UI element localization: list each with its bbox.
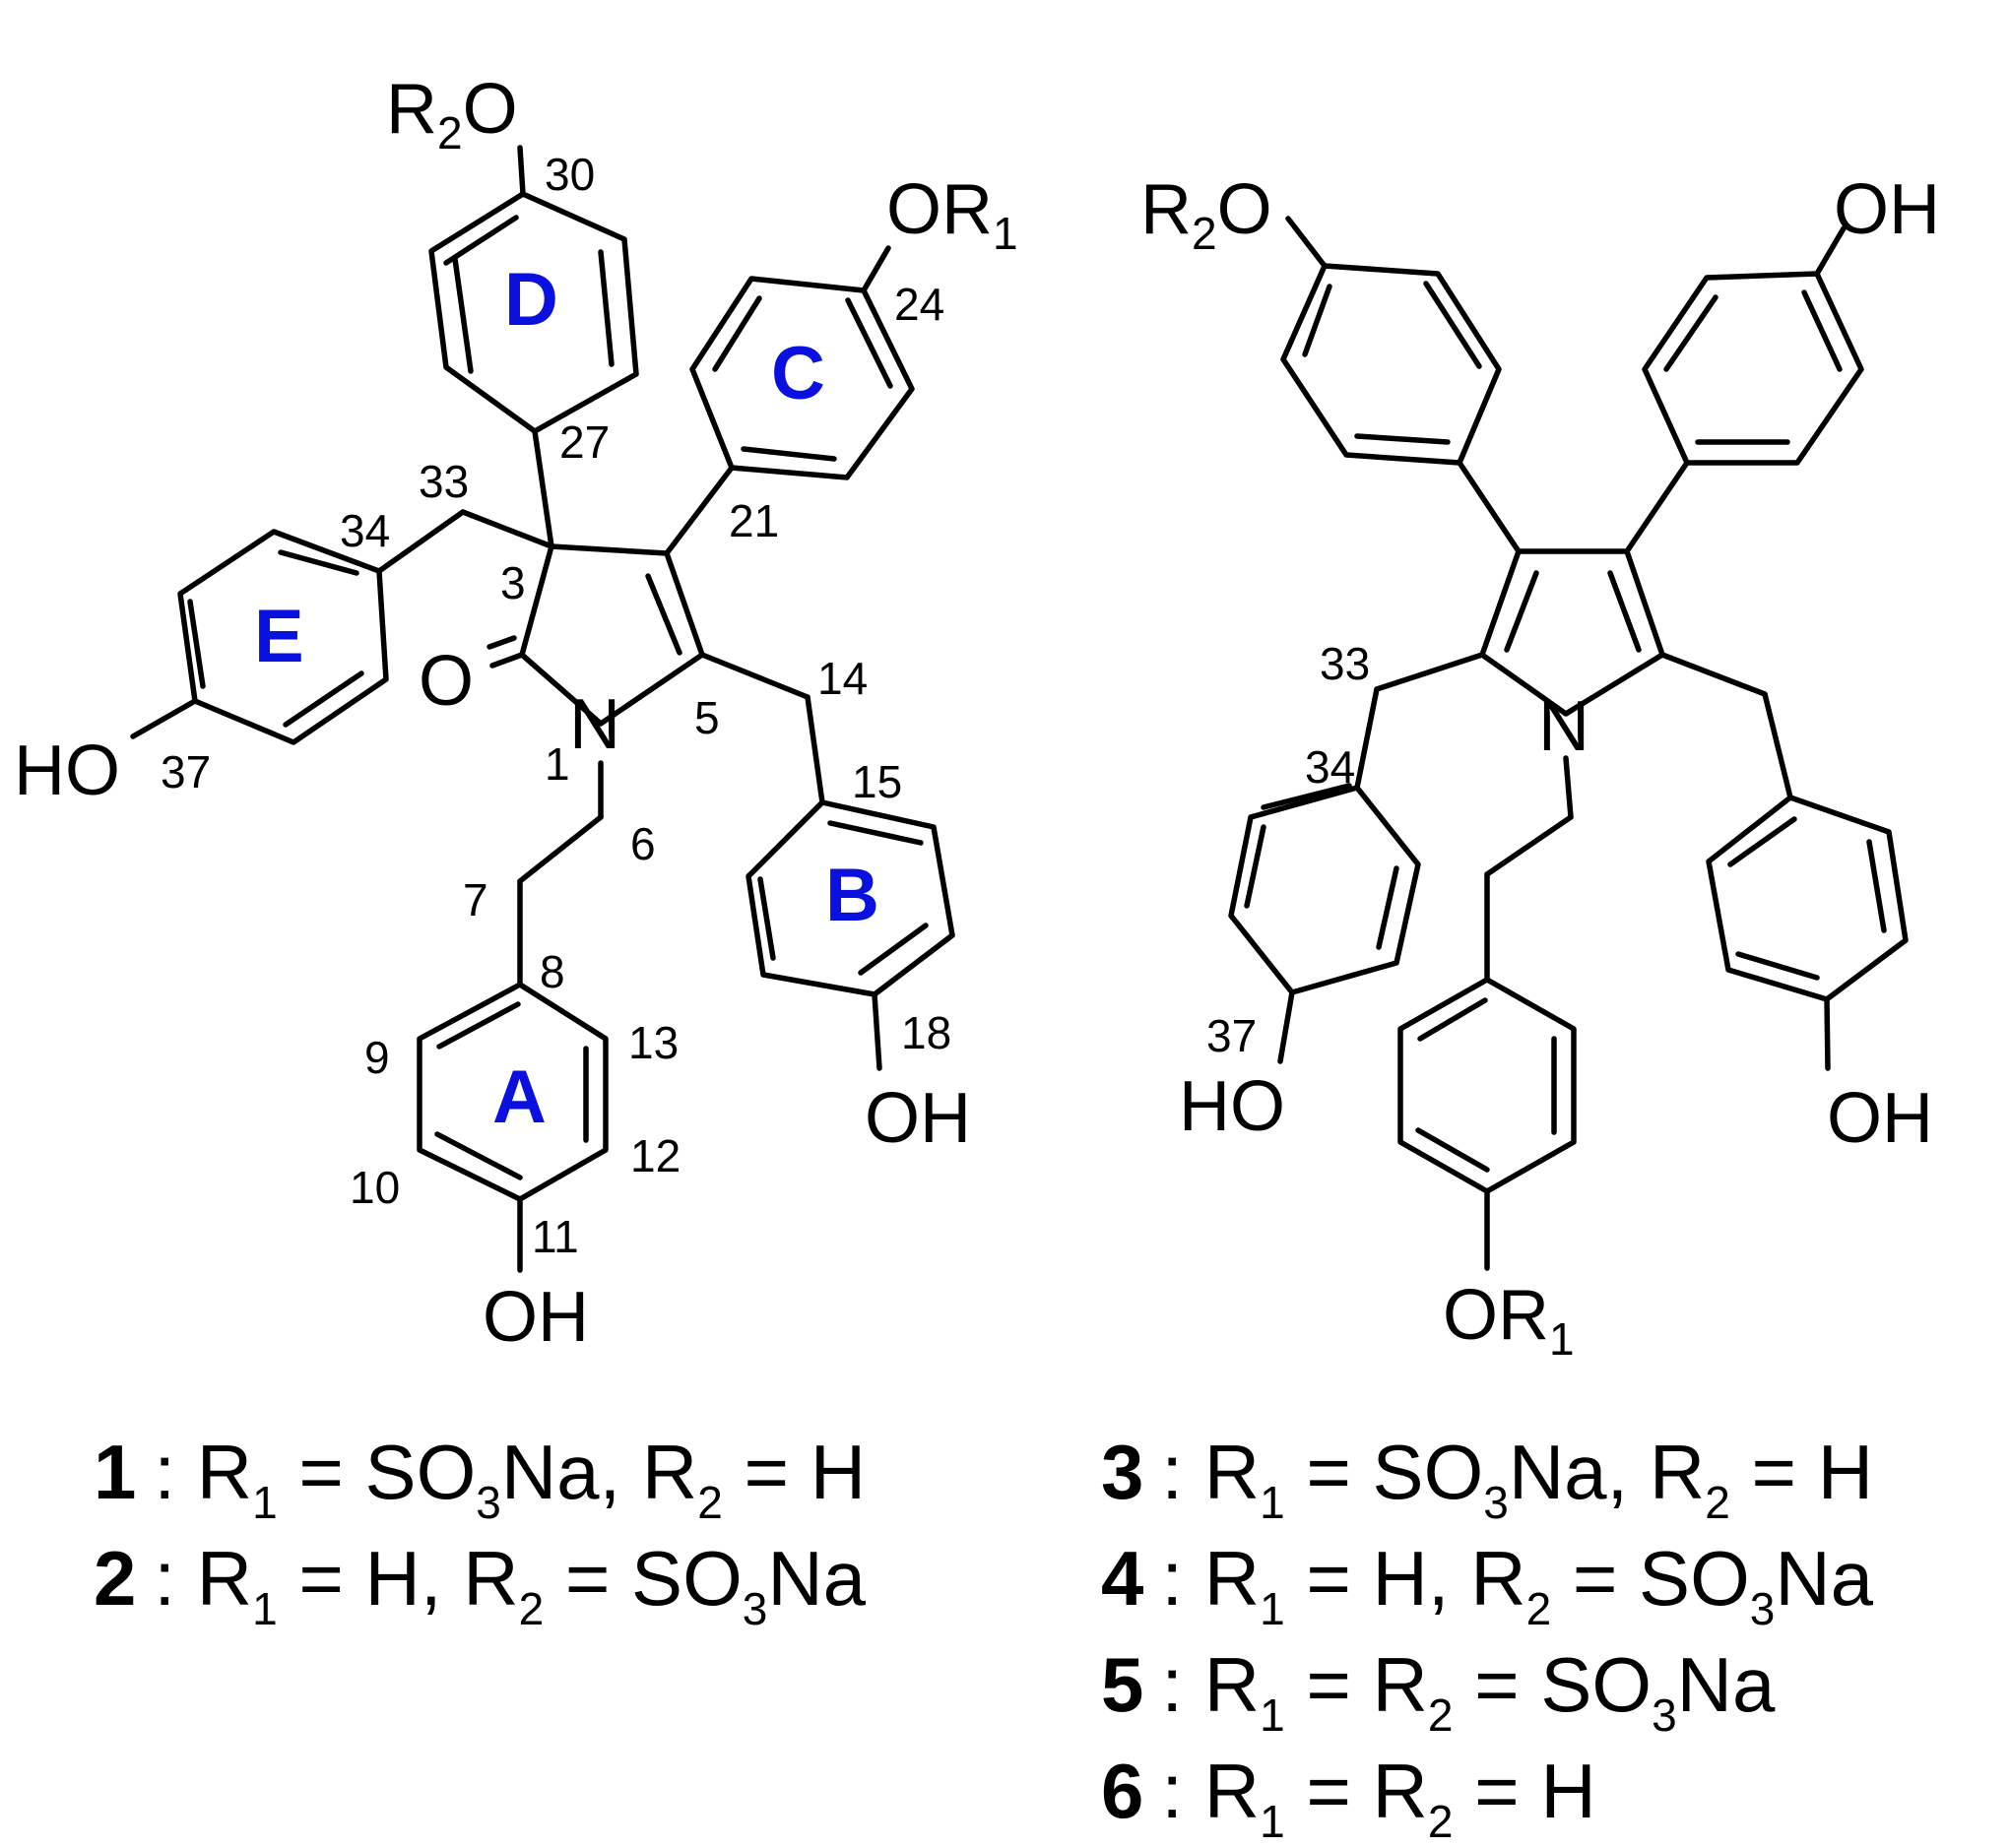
atom-number-12: 12	[630, 1130, 681, 1181]
compound-legend: 1: R1 = SO3Na, R2 = H 2: R1 = H, R2 = SO…	[94, 1429, 1874, 1847]
bonds-right	[1228, 216, 1909, 1271]
atom-number-5: 5	[694, 692, 720, 743]
atom-number-3: 3	[500, 557, 526, 608]
legend-entry-2: 2: R1 = H, R2 = SO3Na	[94, 1535, 867, 1634]
hydroxyl-ring-e: HO	[14, 732, 120, 810]
or1-group-ring-c: OR1	[886, 170, 1018, 259]
nitrogen-1: N	[569, 685, 620, 764]
atom-number-15: 15	[852, 756, 902, 807]
ring-label-b: B	[825, 854, 879, 937]
atom-number-18: 18	[901, 1007, 951, 1058]
atom-number-14: 14	[817, 653, 868, 704]
atom-number-33: 33	[419, 456, 469, 507]
or1-group-bottom: OR1	[1443, 1276, 1575, 1365]
atom-number-33-right: 33	[1320, 638, 1370, 689]
atom-number-1: 1	[545, 738, 570, 790]
structure-right: N R2O OH HO OR1 OH 33 34 37	[1140, 170, 1940, 1365]
r2o-group-ring-d: R2O	[386, 70, 518, 159]
hydroxyl-ring-b: OH	[865, 1079, 971, 1158]
hydroxyl-left-ring: HO	[1179, 1067, 1285, 1146]
legend-entry-3: 3: R1 = SO3Na, R2 = H	[1101, 1429, 1873, 1528]
atom-number-7: 7	[463, 874, 488, 925]
atom-number-8: 8	[540, 946, 565, 997]
ring-label-c: C	[771, 332, 825, 415]
legend-entry-1: 1: R1 = SO3Na, R2 = H	[94, 1429, 866, 1528]
ring-label-d: D	[504, 258, 558, 342]
atom-number-30: 30	[545, 149, 595, 200]
atom-number-37: 37	[161, 746, 211, 797]
atom-number-13: 13	[628, 1017, 679, 1068]
pyrrole-nitrogen: N	[1538, 687, 1589, 766]
structure-left: N O R2O OR1 HO OH OH A B C D E 1 3 5 6 7…	[14, 70, 1018, 1357]
hydroxyl-ring-a: OH	[483, 1278, 589, 1357]
legend-entry-6: 6: R1 = R2 = H	[1101, 1748, 1596, 1847]
atom-number-6: 6	[630, 818, 656, 869]
atom-number-9: 9	[364, 1032, 390, 1083]
carbonyl-oxygen: O	[419, 642, 474, 721]
atom-number-34-right: 34	[1305, 741, 1355, 793]
atom-number-21: 21	[729, 495, 779, 546]
ring-label-a: A	[492, 1055, 547, 1139]
bonds-left	[130, 145, 955, 1273]
atom-number-11: 11	[532, 1211, 579, 1262]
r2o-group-right: R2O	[1140, 170, 1272, 259]
atom-number-27: 27	[559, 416, 610, 468]
legend-entry-5: 5: R1 = R2 = SO3Na	[1101, 1641, 1776, 1741]
atom-number-24: 24	[894, 279, 944, 330]
atom-number-10: 10	[350, 1162, 400, 1213]
atom-number-34: 34	[340, 505, 390, 556]
legend-entry-4: 4: R1 = H, R2 = SO3Na	[1101, 1535, 1874, 1634]
hydroxyl-right-ring: OH	[1827, 1079, 1933, 1158]
hydroxyl-top-right: OH	[1834, 170, 1940, 249]
ring-label-e: E	[254, 595, 304, 678]
atom-number-37-right: 37	[1206, 1010, 1257, 1061]
